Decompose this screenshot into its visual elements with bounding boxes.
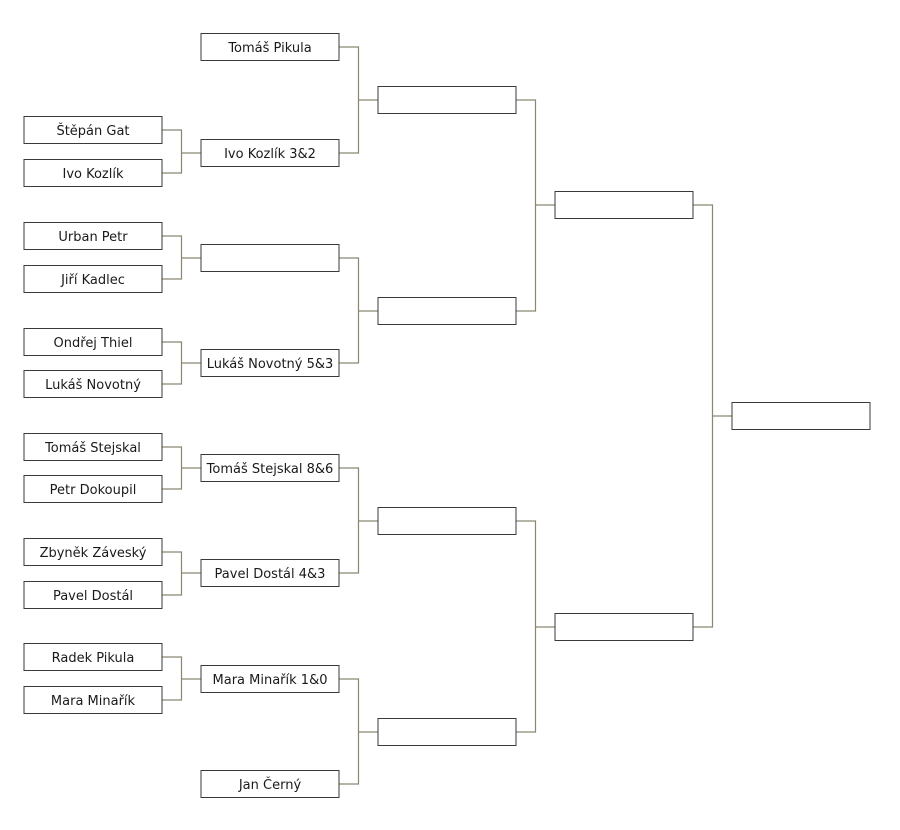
player-name: Radek Pikula	[52, 651, 135, 666]
round1-connector-6	[162, 656, 201, 701]
round3-slot-3	[377, 507, 517, 535]
round2-connector-2	[339, 257, 378, 364]
round1-slot-4: Jiří Kadlec	[23, 265, 163, 293]
player-name: Ivo Kozlík	[62, 167, 123, 182]
round1-slot-9: Zbyněk Záveský	[23, 538, 163, 566]
slot-box	[200, 139, 340, 167]
player-name: Zbyněk Záveský	[40, 546, 147, 561]
round3-slot-2	[377, 297, 517, 325]
bracket-connectors	[162, 46, 732, 785]
round1-slot-7: Tomáš Stejskal	[23, 433, 163, 461]
player-name: Tomáš Pikula	[227, 41, 311, 56]
round2-slot-7: Mara Minařík 1&0	[200, 665, 340, 693]
slot-box	[23, 686, 163, 714]
player-name: Petr Dokoupil	[50, 483, 137, 498]
player-name: Pavel Dostál	[53, 589, 133, 604]
slot-box	[731, 402, 871, 430]
slot-box	[23, 370, 163, 398]
player-name: Tomáš Stejskal 8&6	[206, 462, 334, 477]
round1-slot-10: Pavel Dostál	[23, 581, 163, 609]
slot-box	[200, 349, 340, 377]
round4-connector-1	[693, 204, 732, 628]
player-name: Jiří Kadlec	[60, 273, 125, 288]
round3-slot-4	[377, 718, 517, 746]
player-name: Tomáš Stejskal	[44, 441, 141, 456]
slot-box	[23, 475, 163, 503]
slot-box	[554, 613, 694, 641]
slot-box	[200, 454, 340, 482]
slot-box	[554, 191, 694, 219]
round1-slot-6: Lukáš Novotný	[23, 370, 163, 398]
round1-connector-1	[162, 129, 201, 174]
round3-connector-1	[516, 99, 555, 312]
round3-slot-1	[377, 86, 517, 114]
round2-slot-3	[200, 244, 340, 272]
round3-connector-2	[516, 520, 555, 733]
slot-box	[23, 538, 163, 566]
round2-connector-4	[339, 678, 378, 785]
player-name: Štěpán Gat	[56, 123, 129, 139]
round2-connector-1	[339, 46, 378, 154]
slot-box	[200, 244, 340, 272]
round4-slot-2	[554, 613, 694, 641]
slot-box	[23, 581, 163, 609]
slot-box	[23, 328, 163, 356]
round1-connector-2	[162, 235, 201, 280]
player-name: Urban Petr	[58, 230, 128, 245]
round1-slot-11: Radek Pikula	[23, 643, 163, 671]
round1-slot-5: Ondřej Thiel	[23, 328, 163, 356]
slot-box	[23, 643, 163, 671]
slot-box	[377, 86, 517, 114]
slot-box	[23, 222, 163, 250]
round1-slot-1: Štěpán Gat	[23, 116, 163, 144]
final-slot-1	[731, 402, 871, 430]
player-name: Lukáš Novotný	[45, 378, 141, 393]
round1-connector-3	[162, 341, 201, 385]
slot-box	[23, 116, 163, 144]
slot-box	[200, 559, 340, 587]
slot-box	[200, 770, 340, 798]
round4-slot-1	[554, 191, 694, 219]
slot-box	[23, 433, 163, 461]
slot-box	[23, 265, 163, 293]
round2-slot-4: Lukáš Novotný 5&3	[200, 349, 340, 377]
player-name: Mara Minařík	[51, 694, 136, 709]
round2-slot-8: Jan Černý	[200, 770, 340, 798]
round1-connector-4	[162, 446, 201, 490]
slot-box	[23, 159, 163, 187]
round2-slot-1: Tomáš Pikula	[200, 33, 340, 61]
round1-slot-3: Urban Petr	[23, 222, 163, 250]
round2-slot-2: Ivo Kozlík 3&2	[200, 139, 340, 167]
round1-slot-2: Ivo Kozlík	[23, 159, 163, 187]
slot-box	[200, 665, 340, 693]
round2-connector-3	[339, 467, 378, 574]
round1-connector-5	[162, 551, 201, 596]
player-name: Mara Minařík 1&0	[213, 673, 328, 688]
player-name: Ondřej Thiel	[54, 336, 133, 351]
slot-box	[377, 507, 517, 535]
round1-slot-8: Petr Dokoupil	[23, 475, 163, 503]
player-name: Pavel Dostál 4&3	[215, 567, 326, 582]
player-name: Jan Černý	[238, 777, 302, 793]
slot-box	[377, 718, 517, 746]
round1-slot-12: Mara Minařík	[23, 686, 163, 714]
player-name: Ivo Kozlík 3&2	[224, 147, 316, 162]
player-name: Lukáš Novotný 5&3	[207, 357, 334, 372]
round2-slot-6: Pavel Dostál 4&3	[200, 559, 340, 587]
round2-slot-5: Tomáš Stejskal 8&6	[200, 454, 340, 482]
slot-box	[200, 33, 340, 61]
slot-box	[377, 297, 517, 325]
